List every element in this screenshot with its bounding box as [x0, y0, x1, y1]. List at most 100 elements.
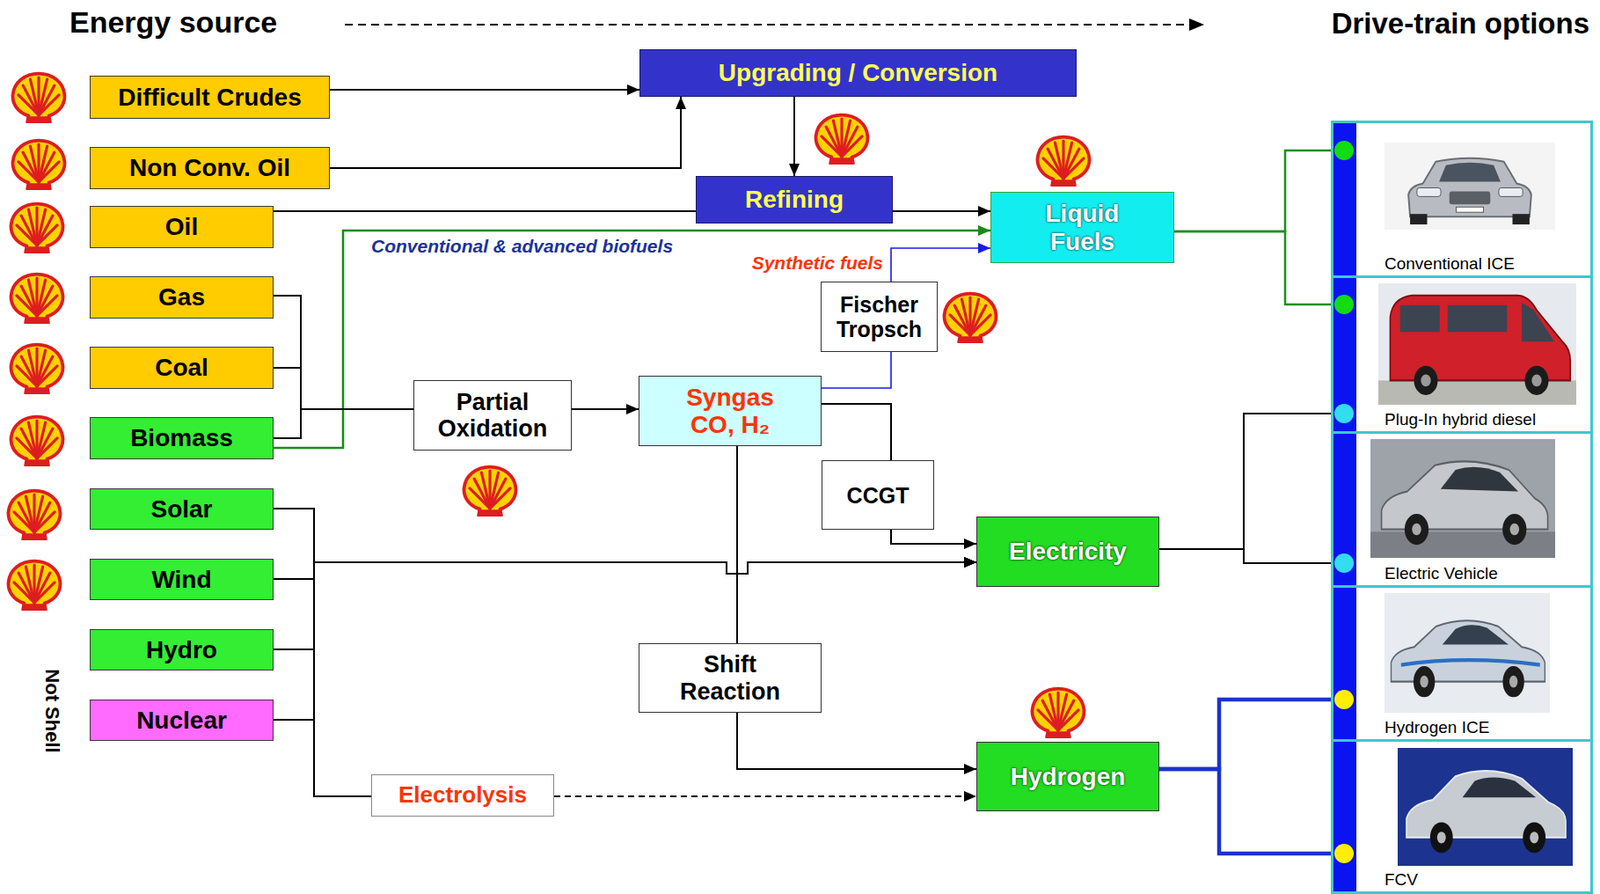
shell-logo	[816, 115, 869, 164]
flow-connector	[273, 649, 372, 797]
connector-bar	[1334, 843, 1354, 863]
energy-source-box: Oil	[89, 205, 274, 249]
box-label: Coal	[154, 353, 209, 381]
car-picture	[1502, 513, 1527, 545]
car-picture	[1510, 523, 1520, 536]
shell-logo	[1037, 137, 1090, 186]
energy-source-box: Non Conv. Oil	[89, 146, 330, 190]
flow-connector	[821, 403, 892, 461]
car-picture	[1498, 187, 1523, 197]
flow-connector	[273, 367, 414, 410]
connector-bar	[1334, 553, 1354, 573]
box-label: Biomass	[130, 423, 234, 452]
flow-connector	[273, 210, 696, 212]
car-picture	[1417, 187, 1441, 197]
box-label: Upgrading / Conversion	[718, 58, 998, 87]
connector-bar	[1332, 120, 1357, 894]
energy-source-box: Coal	[89, 346, 274, 389]
flow-connector	[273, 230, 991, 448]
process-box: Fischer Tropsch	[820, 281, 938, 352]
car-picture	[1408, 158, 1532, 217]
flow-connector	[892, 210, 991, 212]
shell-logo	[8, 561, 61, 610]
flow-connector	[273, 562, 977, 720]
process-box: Partial Oxidation	[413, 379, 572, 451]
flow-connector	[1159, 768, 1331, 854]
vehicle-option: Electric Vehicle	[1330, 431, 1593, 588]
flow-connector	[1159, 699, 1331, 769]
shell-logo	[13, 140, 66, 190]
shell-logo	[13, 73, 66, 123]
flow-connector	[737, 712, 977, 769]
car-picture	[1397, 747, 1573, 866]
energy-source-box: Biomass	[89, 416, 274, 460]
car-picture	[1384, 592, 1550, 713]
shell-logo	[11, 274, 64, 323]
box-label: Electricity	[1008, 537, 1127, 565]
process-box: CCGT	[821, 460, 935, 530]
flow-connector	[736, 445, 738, 643]
car-picture	[1384, 142, 1556, 230]
van-picture	[1531, 374, 1542, 388]
connector-bar	[1334, 689, 1354, 709]
box-label: CCGT	[847, 482, 910, 508]
header-arrow	[1189, 18, 1205, 31]
box-label: Partial Oxidation	[422, 388, 563, 442]
flow-connector	[329, 88, 640, 91]
flow-connector	[1174, 150, 1331, 232]
flow-connector	[273, 295, 414, 410]
van-picture	[1521, 302, 1555, 342]
van-picture	[1378, 283, 1577, 405]
box-label: Difficult Crudes	[117, 83, 301, 111]
box-label: Hydrogen	[1010, 762, 1126, 790]
flow-label: Conventional & advanced biofuels	[369, 235, 675, 257]
vehicle-option: FCV	[1330, 738, 1593, 894]
car-picture	[1404, 513, 1429, 545]
car-picture	[1455, 206, 1484, 212]
box-label: Gas	[158, 283, 205, 311]
column-heading: Drive-train options	[1331, 7, 1590, 41]
box-label: Wind	[151, 565, 212, 593]
vehicle-caption: FCV	[1384, 869, 1418, 889]
process-box: Refining	[695, 175, 893, 224]
flow-connector	[1159, 548, 1331, 563]
van-picture	[1414, 365, 1439, 395]
flow-connector	[571, 408, 639, 410]
vehicle-option: Hydrogen ICE	[1330, 584, 1593, 742]
vehicle-option: Conventional ICE	[1330, 120, 1593, 278]
car-picture	[1437, 831, 1447, 843]
car-picture	[1410, 213, 1427, 225]
connector-bar	[1334, 140, 1354, 161]
car-picture	[1370, 438, 1556, 558]
flow-connector	[793, 96, 796, 176]
flow-connector	[891, 248, 991, 282]
product-box: Electricity	[976, 516, 1160, 587]
car-picture	[1397, 747, 1573, 866]
box-label: Fischer Tropsch	[830, 292, 929, 342]
box-label: Non Conv. Oil	[129, 153, 291, 182]
vehicle-caption: Plug-In hybrid diesel	[1384, 409, 1536, 429]
box-label: CO, H₂	[690, 410, 770, 439]
flow-connector	[273, 562, 977, 579]
van-picture	[1400, 305, 1440, 332]
flow-connector	[891, 529, 977, 544]
connector-bar	[1332, 120, 1357, 894]
syngas-box: SyngasCO, H₂	[638, 375, 822, 446]
car-picture	[1522, 821, 1546, 853]
connector-bar	[1334, 403, 1354, 424]
shell-logo	[8, 73, 1090, 738]
car-picture	[1449, 190, 1491, 205]
car-picture	[1384, 142, 1556, 230]
process-box: Electrolysis	[371, 774, 555, 817]
process-box: Shift Reaction	[638, 642, 822, 713]
car-picture	[1411, 523, 1422, 536]
car-picture	[1529, 831, 1539, 843]
shell-logo	[11, 344, 64, 394]
van-picture	[1420, 374, 1431, 388]
flow-connector	[273, 719, 372, 797]
product-box: Hydrogen	[976, 741, 1160, 811]
box-label: Syngas	[686, 383, 775, 411]
car-picture	[1509, 675, 1518, 688]
